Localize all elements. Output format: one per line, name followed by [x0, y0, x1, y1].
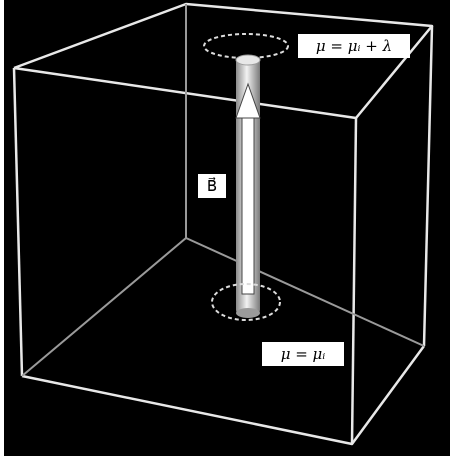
magnetic-field-label: B⃗	[198, 174, 226, 198]
cube-back-right-edge	[422, 25, 434, 347]
bottom-loop-label: μ = μᵢ	[262, 342, 344, 366]
top-loop-label: μ = μᵢ + λ	[298, 34, 410, 58]
cube-bottom-face	[21, 345, 426, 446]
field-arrow-shaft	[241, 115, 255, 295]
field-arrow-head	[235, 82, 261, 119]
flux-tube-top-cap	[235, 54, 261, 66]
cube-front-right-edge	[350, 117, 358, 445]
bottom-loop	[211, 283, 281, 321]
diagram-background	[4, 0, 450, 456]
cube-hidden-bottom-edges	[21, 237, 425, 377]
field-arrow	[235, 82, 261, 295]
cube-front-left-edge	[12, 67, 24, 377]
flux-tube-bottom-cap	[236, 308, 260, 318]
